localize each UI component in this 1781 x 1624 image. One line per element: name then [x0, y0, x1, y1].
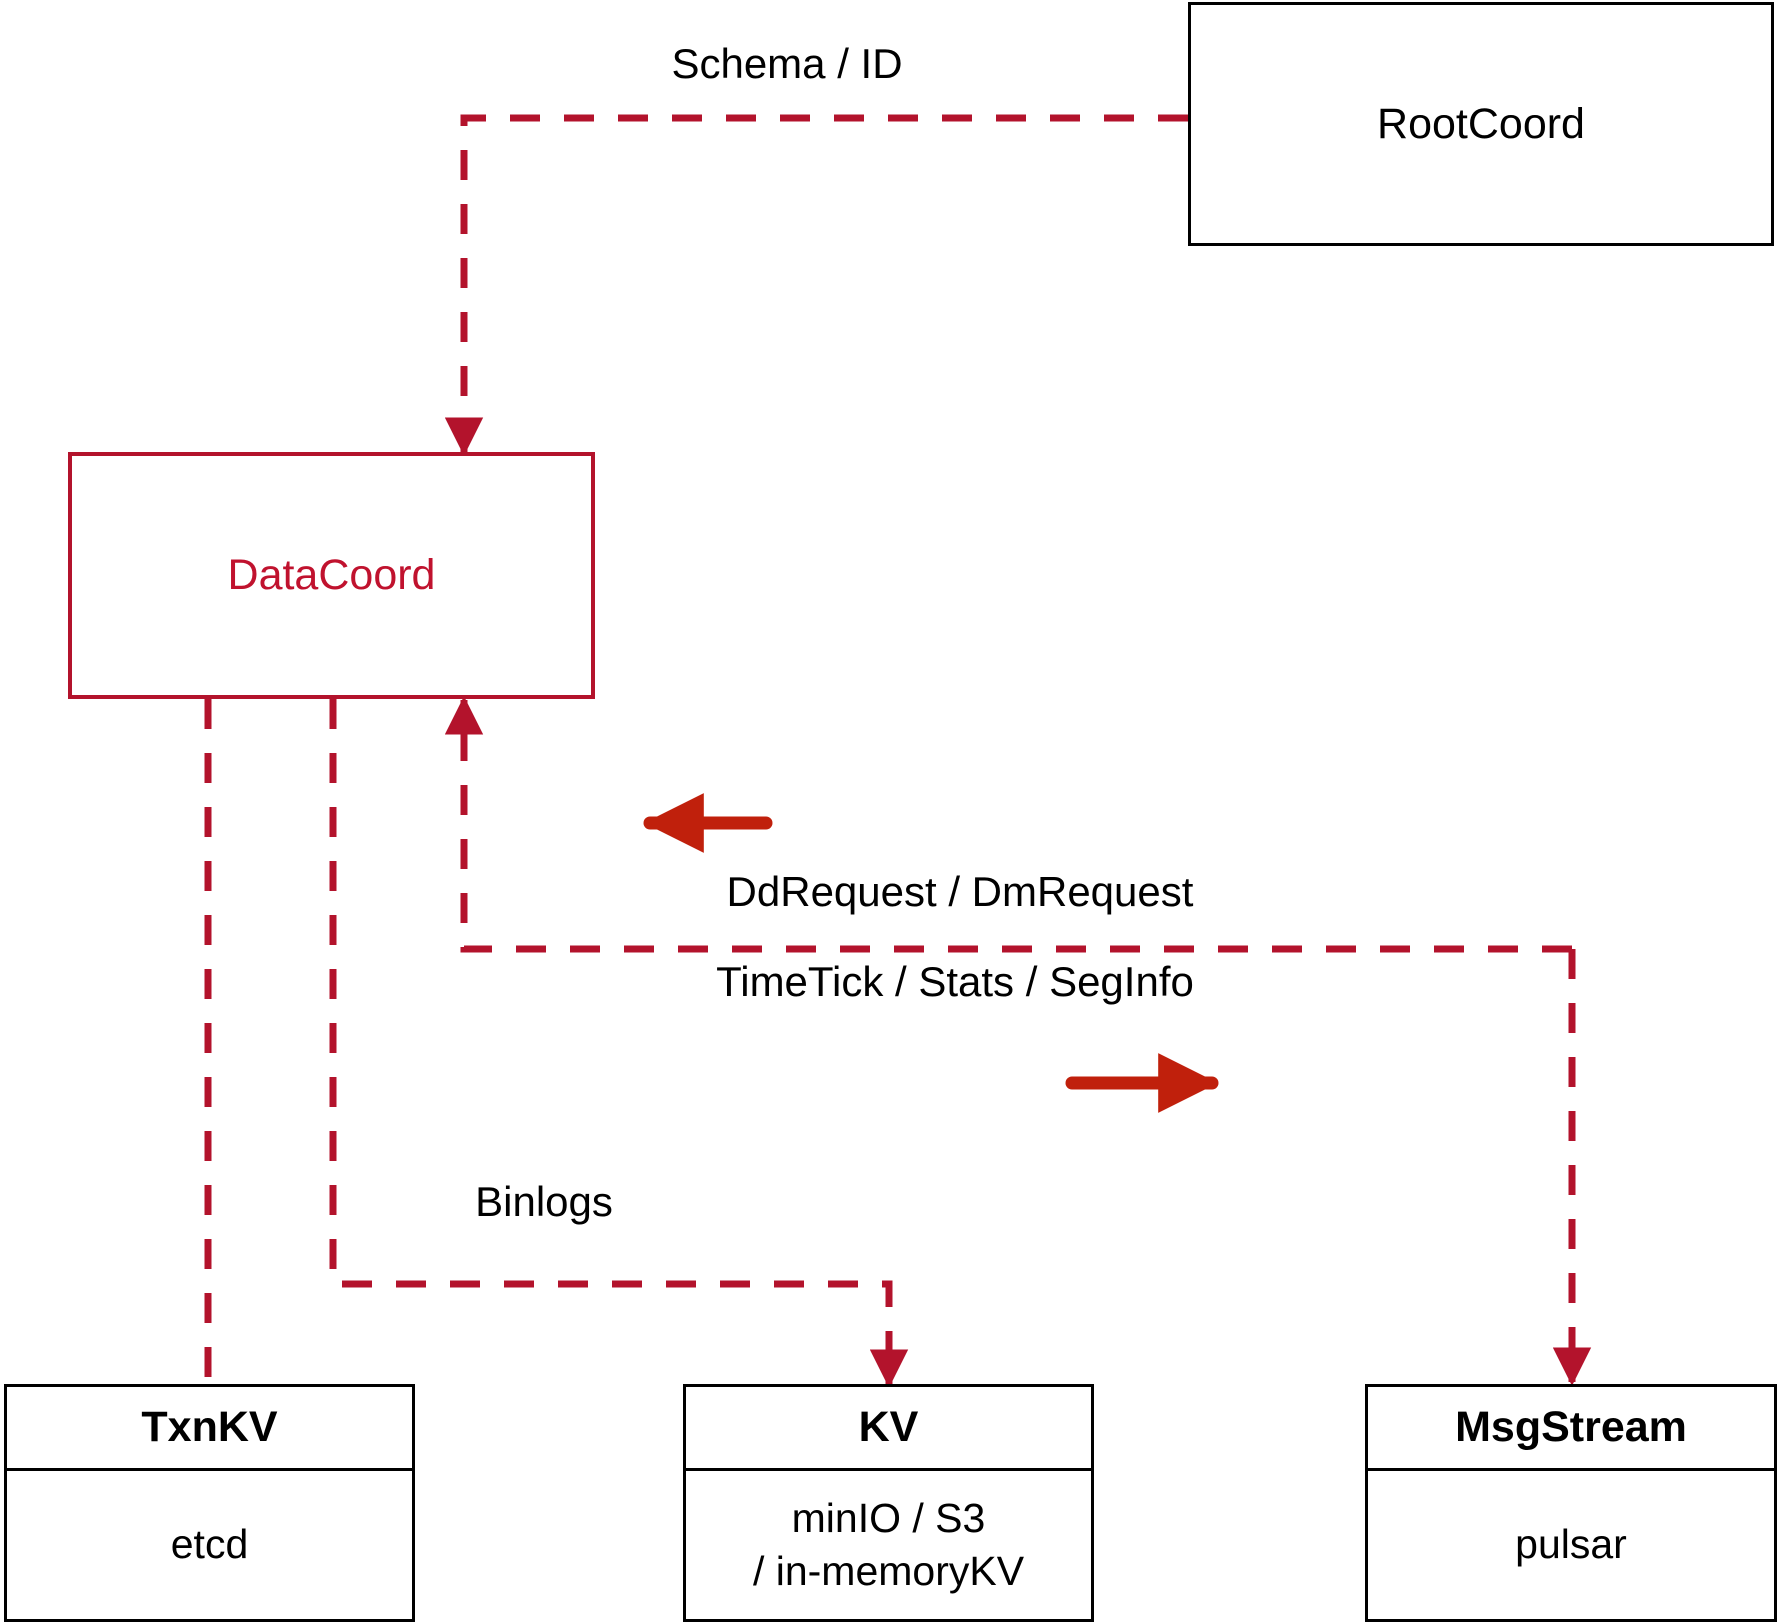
node-msgstream-body: pulsar	[1368, 1471, 1774, 1619]
node-kv-title: KV	[858, 1403, 919, 1451]
node-kv-body: minIO / S3 / in-memoryKV	[686, 1471, 1091, 1619]
node-kv[interactable]: KV minIO / S3 / in-memoryKV	[683, 1384, 1094, 1622]
node-txnkv[interactable]: TxnKV etcd	[4, 1384, 415, 1622]
node-rootcoord[interactable]: RootCoord	[1188, 2, 1774, 246]
node-txnkv-body-line-1: etcd	[170, 1521, 249, 1568]
node-msgstream[interactable]: MsgStream pulsar	[1365, 1384, 1777, 1622]
edge-binlogs	[329, 699, 909, 1388]
node-txnkv-title: TxnKV	[141, 1403, 278, 1451]
node-msgstream-header: MsgStream	[1368, 1387, 1774, 1471]
edge-schema-id	[444, 114, 1188, 456]
node-kv-body-line-2: / in-memoryKV	[752, 1548, 1025, 1594]
edge-label-dd-dm-request: DdRequest / DmRequest	[726, 868, 1194, 915]
node-msgstream-body-line-1: pulsar	[1515, 1521, 1627, 1568]
node-rootcoord-label: RootCoord	[1377, 99, 1585, 148]
node-txnkv-header: TxnKV	[7, 1387, 412, 1471]
node-msgstream-title: MsgStream	[1455, 1403, 1687, 1451]
node-datacoord-label: DataCoord	[227, 551, 436, 599]
edge-label-schema-id: Schema / ID	[671, 40, 903, 87]
node-kv-header: KV	[686, 1387, 1091, 1471]
edge-dd-dm-request	[444, 696, 1572, 953]
node-datacoord[interactable]: DataCoord	[68, 452, 595, 699]
edge-label-timetick-stats-seginfo: TimeTick / Stats / SegInfo	[716, 958, 1194, 1005]
node-datacoord-label-wrap: DataCoord	[72, 456, 591, 695]
edge-label-binlogs: Binlogs	[475, 1178, 613, 1225]
node-txnkv-body: etcd	[7, 1471, 412, 1619]
node-rootcoord-label-wrap: RootCoord	[1191, 5, 1771, 243]
node-kv-body-line-1: minIO / S3	[791, 1494, 986, 1541]
